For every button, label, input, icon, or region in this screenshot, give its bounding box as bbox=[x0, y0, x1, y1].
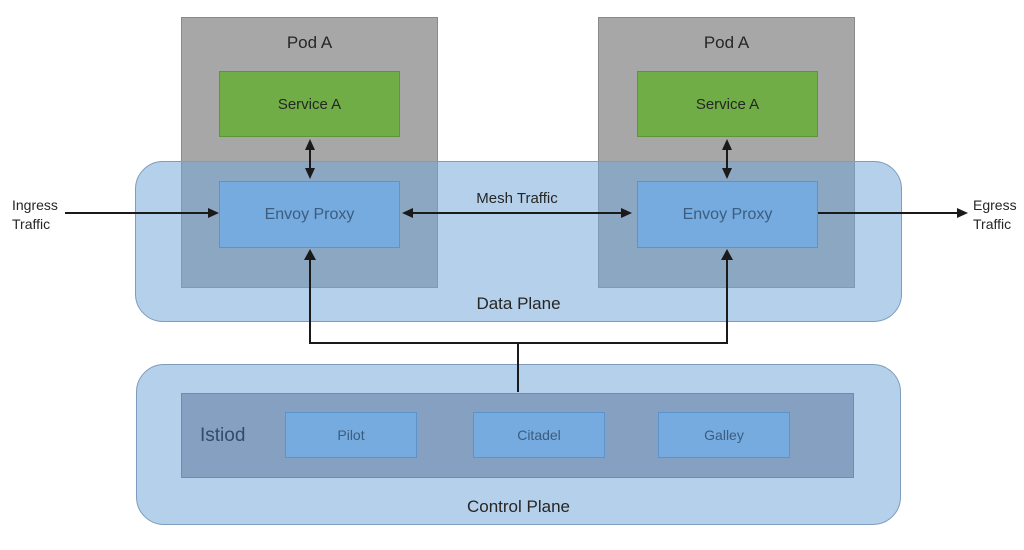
service-a-box-right: Service A bbox=[637, 71, 818, 137]
citadel-label: Citadel bbox=[517, 427, 561, 443]
galley-label: Galley bbox=[704, 427, 744, 443]
ingress-line2: Traffic bbox=[12, 216, 51, 232]
ingress-line1: Ingress bbox=[12, 197, 58, 213]
pod-title-right: Pod A bbox=[703, 33, 750, 52]
component-citadel: Citadel bbox=[473, 412, 605, 458]
pilot-label: Pilot bbox=[337, 427, 365, 443]
component-pilot: Pilot bbox=[285, 412, 417, 458]
istiod-label: Istiod bbox=[200, 424, 246, 446]
control-plane-label: Control Plane bbox=[466, 497, 570, 516]
egress-line2: Traffic bbox=[973, 216, 1012, 232]
service-a-label-right: Service A bbox=[695, 95, 760, 113]
egress-traffic-label: Egress Traffic bbox=[973, 196, 1017, 234]
envoy-proxy-label-left: Envoy Proxy bbox=[264, 205, 355, 223]
service-a-label-left: Service A bbox=[277, 95, 342, 113]
mesh-traffic-label: Mesh Traffic bbox=[476, 190, 558, 207]
envoy-proxy-box-right: Envoy Proxy bbox=[637, 181, 818, 248]
data-plane-label: Data Plane bbox=[476, 294, 561, 313]
pod-title-left: Pod A bbox=[286, 33, 333, 52]
envoy-proxy-label-right: Envoy Proxy bbox=[682, 205, 773, 223]
envoy-proxy-box-left: Envoy Proxy bbox=[219, 181, 400, 248]
component-galley: Galley bbox=[658, 412, 790, 458]
egress-line1: Egress bbox=[973, 197, 1017, 213]
ingress-traffic-label: Ingress Traffic bbox=[12, 196, 58, 234]
service-a-box-left: Service A bbox=[219, 71, 400, 137]
